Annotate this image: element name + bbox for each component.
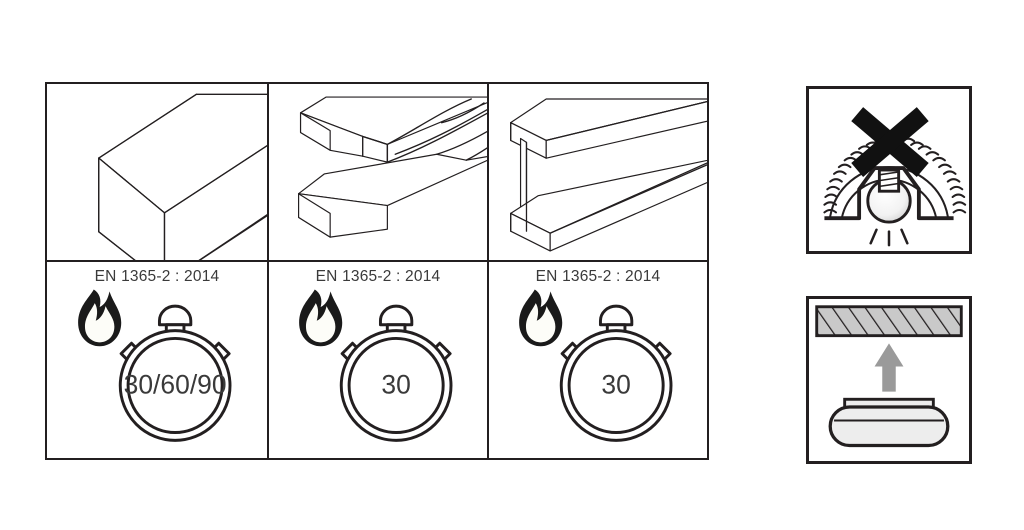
single-rectangular-beam-isometric-icon bbox=[98, 93, 267, 260]
cross-x-icon bbox=[851, 107, 929, 177]
panel-no-recessed-lamp-in-insulation bbox=[806, 86, 972, 254]
stopwatch-icon bbox=[118, 304, 232, 442]
stopwatch-icon bbox=[339, 304, 453, 442]
surface-ceiling-mount-luminaire-icon bbox=[815, 305, 963, 448]
flame-icon bbox=[519, 289, 563, 347]
rating-minutes: 30 bbox=[381, 369, 410, 399]
cell-rating-30-60-90: EN 1365-2 : 2014 bbox=[47, 260, 267, 458]
cell-rating-30-a: EN 1365-2 : 2014 30 bbox=[267, 260, 487, 458]
rating-minutes: 30/60/90 bbox=[124, 369, 227, 399]
cell-double-beam-web bbox=[487, 84, 707, 260]
up-arrow-icon bbox=[874, 343, 904, 392]
light-rays bbox=[869, 228, 909, 247]
ceiling-slab bbox=[815, 305, 963, 338]
flame-icon bbox=[299, 289, 343, 347]
cell-single-beam bbox=[47, 84, 267, 260]
standard-label: EN 1365-2 : 2014 bbox=[535, 268, 661, 285]
pictogram-grid: EN 1365-2 : 2014 bbox=[45, 82, 709, 460]
light-bulb-icon bbox=[866, 168, 912, 224]
stopwatch-icon bbox=[559, 304, 673, 442]
two-beams-scarf-joint-icon bbox=[298, 96, 487, 238]
flame-icon bbox=[78, 289, 122, 347]
cell-scarf-joint-beams bbox=[267, 84, 487, 260]
cell-rating-30-b: EN 1365-2 : 2014 30 bbox=[487, 260, 707, 458]
lamp-housing bbox=[824, 166, 954, 221]
rating-minutes: 30 bbox=[601, 369, 630, 399]
standard-label: EN 1365-2 : 2014 bbox=[315, 268, 441, 285]
luminaire-body bbox=[828, 397, 950, 448]
standard-label: EN 1365-2 : 2014 bbox=[94, 268, 220, 285]
panel-surface-ceiling-mount bbox=[806, 296, 972, 464]
double-beam-with-web-icon bbox=[510, 98, 707, 252]
no-recessed-lamp-in-insulation-icon bbox=[823, 107, 967, 247]
